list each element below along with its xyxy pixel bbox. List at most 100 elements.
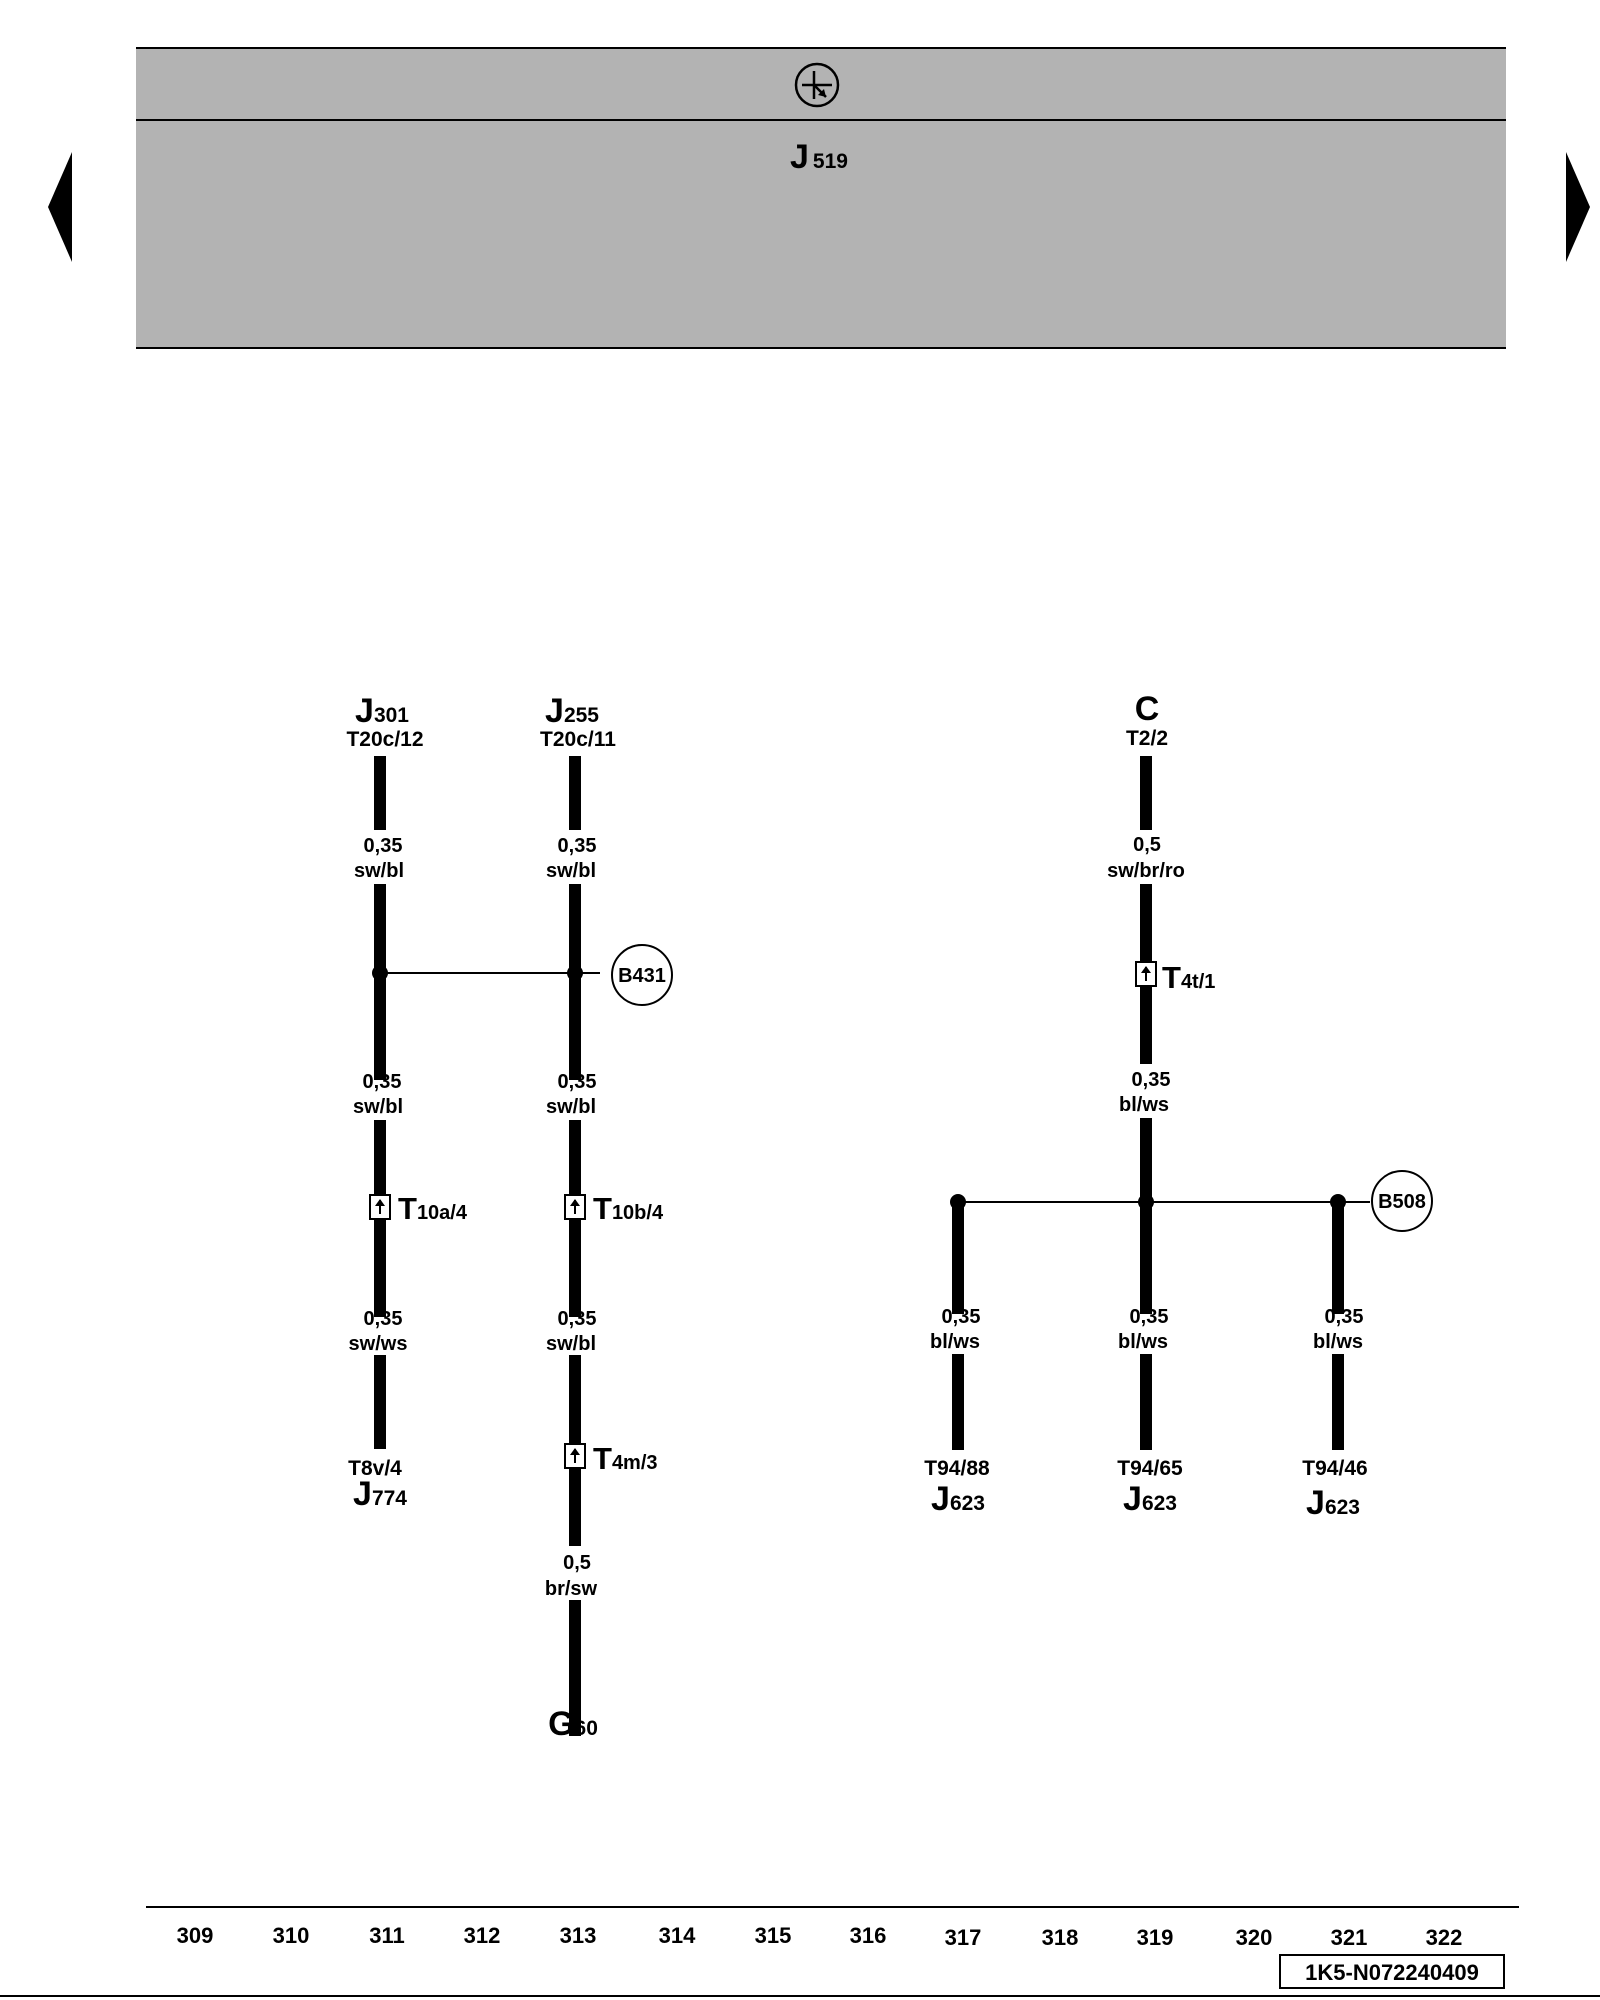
wire-segment: [374, 756, 386, 830]
component-j301: J301: [355, 692, 409, 730]
wire-color: sw/ws: [349, 1333, 408, 1355]
wire-segment: [1140, 756, 1152, 830]
track-number: 319: [1137, 1925, 1174, 1950]
junction-dot: [1138, 1194, 1154, 1210]
wire-segment: [952, 1354, 964, 1450]
wire-segment: [1332, 1202, 1344, 1314]
component-j623-c: J623: [1306, 1484, 1360, 1522]
wire-color: sw/bl: [354, 860, 404, 882]
wire-segment: [1140, 1354, 1152, 1450]
component-g60: G60: [548, 1705, 598, 1743]
connector-t10b-4[interactable]: [564, 1194, 586, 1220]
wire-segment: [569, 884, 581, 1080]
wire-segment: [952, 1202, 964, 1314]
connector-t4t-1[interactable]: [1135, 961, 1157, 987]
connector-t10b-4-label: T10b/4: [593, 1191, 664, 1226]
wire-size: 0,35: [1130, 1306, 1169, 1328]
wire-segment: [374, 1355, 386, 1449]
wire-color: br/sw: [545, 1578, 598, 1600]
wire-segment: [569, 1460, 581, 1546]
connector-t10a-4[interactable]: [369, 1194, 391, 1220]
wire-segment: [1140, 1118, 1152, 1314]
wire-segment: [1140, 986, 1152, 1064]
track-numbers: 309 310 311 312 313 314 315 316 317 318 …: [177, 1923, 1463, 1950]
arrow-left-icon[interactable]: [48, 152, 72, 262]
wire-size: 0,35: [558, 1071, 597, 1093]
wire-segment: [1140, 884, 1152, 962]
track-number: 309: [177, 1923, 214, 1948]
junction-dot: [567, 965, 583, 981]
wire-size: 0,35: [942, 1306, 981, 1328]
wire-color: bl/ws: [1119, 1094, 1169, 1116]
connector-t10a-4-label: T10a/4: [398, 1191, 468, 1226]
component-j623-a: J623: [931, 1480, 985, 1518]
splice-b431-label: B431: [618, 965, 666, 987]
wire-size: 0,35: [558, 1308, 597, 1330]
pin-j623-c: T94/46: [1302, 1457, 1367, 1480]
wire-size: 0,35: [364, 1308, 403, 1330]
wire-color: bl/ws: [1313, 1331, 1363, 1353]
wire-segment: [569, 1600, 581, 1736]
wire-segment: [569, 1120, 581, 1200]
wire-size: 0,35: [364, 835, 403, 857]
reference-box: [1279, 1954, 1505, 1989]
wire-size: 0,35: [363, 1071, 402, 1093]
connector-t4t-1-label: T4t/1: [1162, 960, 1215, 995]
track-number: 321: [1331, 1925, 1368, 1950]
connector-t4m-3-label: T4m/3: [593, 1441, 658, 1476]
track-number: 312: [464, 1923, 501, 1948]
track-number: 317: [945, 1925, 982, 1950]
track-number: 311: [369, 1923, 405, 1948]
wire-color: bl/ws: [930, 1331, 980, 1353]
component-j623-b: J623: [1123, 1480, 1177, 1518]
ground-symbol-icon: [794, 62, 840, 108]
track-number: 315: [755, 1923, 792, 1948]
track-number: 322: [1426, 1925, 1463, 1950]
component-j255: J255: [545, 692, 599, 730]
track-number: 313: [560, 1923, 597, 1948]
junction-dot: [372, 965, 388, 981]
wire-color: sw/bl: [546, 860, 596, 882]
wire-size: 0,35: [558, 835, 597, 857]
pin-j774-bottom: T8v/4: [348, 1457, 402, 1480]
wire-color: bl/ws: [1118, 1331, 1168, 1353]
wire-segments: [374, 756, 1344, 1736]
wire-color: sw/br/ro: [1107, 860, 1185, 882]
track-number: 320: [1236, 1925, 1273, 1950]
pin-c-top: T2/2: [1126, 727, 1168, 750]
wire-segment: [569, 1213, 581, 1317]
wire-segment: [374, 1120, 386, 1200]
junction-dot: [950, 1194, 966, 1210]
arrow-right-icon[interactable]: [1566, 152, 1590, 262]
track-number: 314: [659, 1923, 696, 1948]
wire-color: sw/bl: [353, 1096, 403, 1118]
wire-segment: [374, 884, 386, 1080]
pin-j623-b: T94/65: [1117, 1457, 1183, 1480]
wire-segment: [569, 756, 581, 830]
connector-t4m-3[interactable]: [564, 1443, 586, 1469]
pin-j301-top: T20c/12: [346, 728, 423, 751]
wire-labels: 0,35 sw/bl 0,35 sw/bl 0,5 sw/br/ro 0,35 …: [349, 834, 1364, 1600]
component-c: C: [1135, 690, 1160, 728]
wire-segment: [569, 1355, 581, 1447]
wire-segment: [374, 1213, 386, 1317]
wire-color: sw/bl: [546, 1333, 596, 1355]
wire-size: 0,35: [1132, 1069, 1171, 1091]
track-number: 310: [273, 1923, 310, 1948]
pin-j623-a: T94/88: [924, 1457, 990, 1480]
wire-size: 0,35: [1325, 1306, 1364, 1328]
wire-color: sw/bl: [546, 1096, 596, 1118]
component-j774: J774: [353, 1475, 407, 1513]
track-number: 316: [850, 1923, 887, 1948]
splice-b508-circle[interactable]: [1371, 1170, 1433, 1232]
track-number: 318: [1042, 1925, 1079, 1950]
wire-size: 0,5: [1133, 834, 1161, 856]
header-background: [136, 48, 1506, 348]
wire-size: 0,5: [563, 1552, 591, 1574]
splice-b431-circle[interactable]: [611, 944, 673, 1006]
splice-b508-label: B508: [1378, 1191, 1426, 1213]
wire-segment: [1332, 1354, 1344, 1450]
